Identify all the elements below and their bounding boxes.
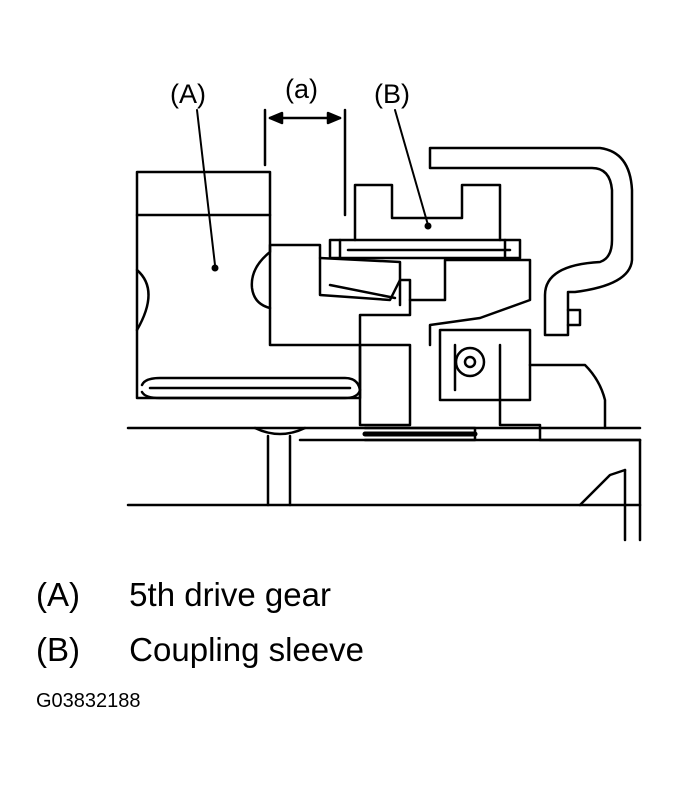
coupling-sleeve [328,183,522,260]
leader-dot-a [211,264,219,272]
synchronizer-hub [268,243,532,442]
legend-key: (B) [36,631,80,668]
dimension-a [263,108,347,217]
leader-dot-b [424,222,432,230]
leader-line-b [394,109,429,226]
callout-a: (A) [170,79,206,109]
legend-row-b: (B) Coupling sleeve [36,630,364,670]
callout-dim-a: (a) [285,74,318,104]
fifth-drive-gear [135,170,362,400]
legend-key: (A) [36,576,80,613]
legend-row-a: (A) 5th drive gear [36,575,331,615]
shift-fork [428,146,634,337]
figure-id: G03832188 [36,690,141,712]
legend-text: Coupling sleeve [129,631,364,668]
bearing [438,328,642,442]
legend-text: 5th drive gear [129,576,331,613]
leader-line-a [196,109,216,266]
callout-b: (B) [374,79,410,109]
right-housing [528,363,642,542]
gear-cross-section-diagram: (A) (B) (a) [126,74,642,542]
